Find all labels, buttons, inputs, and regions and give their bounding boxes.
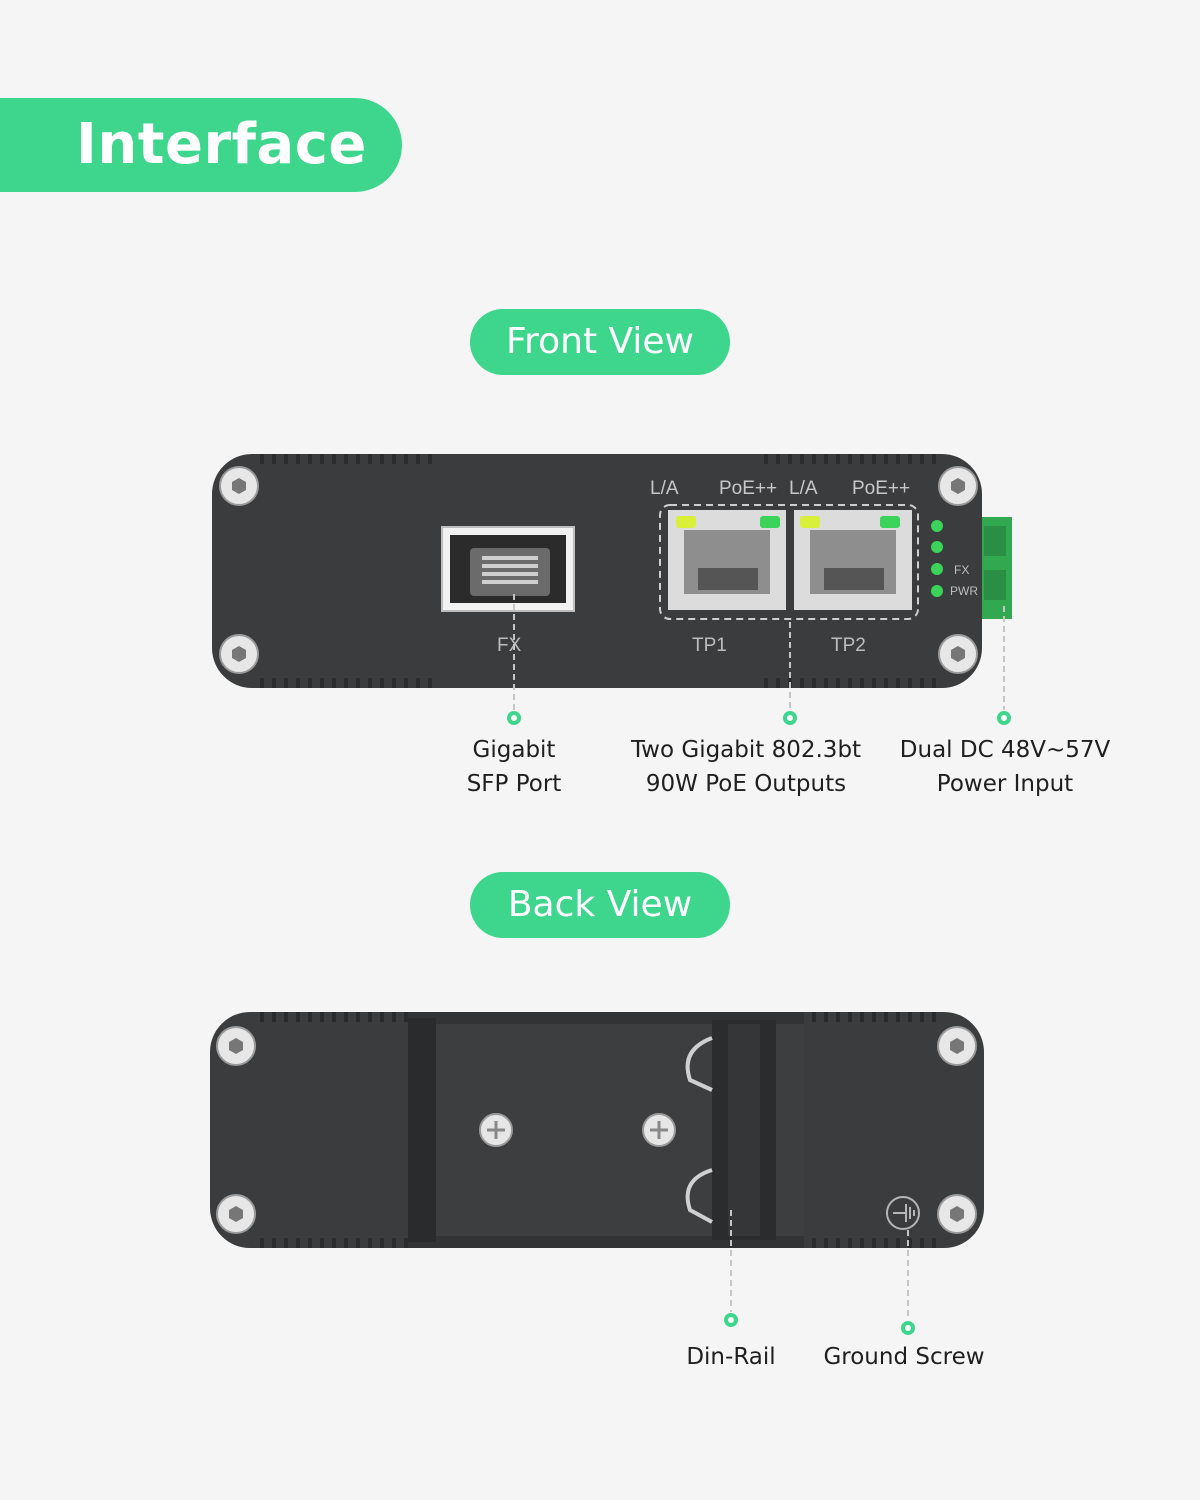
callout-marker-icons xyxy=(507,711,1011,725)
led-fx-label: FX xyxy=(954,563,969,577)
sfp-port xyxy=(441,526,575,612)
tp1-label: TP1 xyxy=(692,635,727,656)
callout-ground-screw: Ground Screw xyxy=(823,1344,985,1370)
back-phillips-screw-icons xyxy=(479,1113,676,1147)
title-banner: Interface xyxy=(0,98,402,192)
callout-din-rail: Din-Rail xyxy=(686,1344,776,1370)
callout-text: SFP Port xyxy=(466,771,562,797)
port-header-label: L/A xyxy=(789,478,818,499)
port-header-label: PoE++ xyxy=(719,478,777,499)
back-view-heading: Back View xyxy=(470,872,730,938)
front-corner-screw-icons xyxy=(219,466,978,674)
callout-text: 90W PoE Outputs xyxy=(645,771,847,797)
callout-text: Dual DC 48V~57V xyxy=(899,737,1111,763)
power-terminal-block xyxy=(978,517,1012,619)
callout-power-input: Dual DC 48V~57V Power Input xyxy=(900,733,1110,801)
status-led-indicators xyxy=(931,520,943,597)
din-rail-bracket xyxy=(408,1012,804,1248)
front-view-heading: Front View xyxy=(470,309,730,375)
callout-text: Power Input xyxy=(936,771,1074,797)
callout-sfp-port: Gigabit SFP Port xyxy=(467,733,562,801)
led-pwr-label: PWR xyxy=(950,584,978,598)
callout-marker-icons xyxy=(724,1313,915,1335)
back-device-body xyxy=(210,1012,984,1248)
rj45-port-tp2 xyxy=(794,510,912,610)
rj45-port-tp1 xyxy=(668,510,786,610)
page-title: Interface xyxy=(76,112,367,177)
ground-symbol-icon xyxy=(886,1196,920,1230)
callout-text: Two Gigabit 802.3bt xyxy=(630,737,862,763)
back-corner-screw-icons xyxy=(216,1026,977,1234)
port-header-label: L/A xyxy=(650,478,679,499)
sfp-port-label: FX xyxy=(497,635,522,656)
port-header-label: PoE++ xyxy=(852,478,910,499)
callout-poe-outputs: Two Gigabit 802.3bt 90W PoE Outputs xyxy=(631,733,861,801)
tp2-label: TP2 xyxy=(831,635,866,656)
callout-text: Gigabit xyxy=(472,737,556,763)
front-device-body xyxy=(212,454,982,688)
